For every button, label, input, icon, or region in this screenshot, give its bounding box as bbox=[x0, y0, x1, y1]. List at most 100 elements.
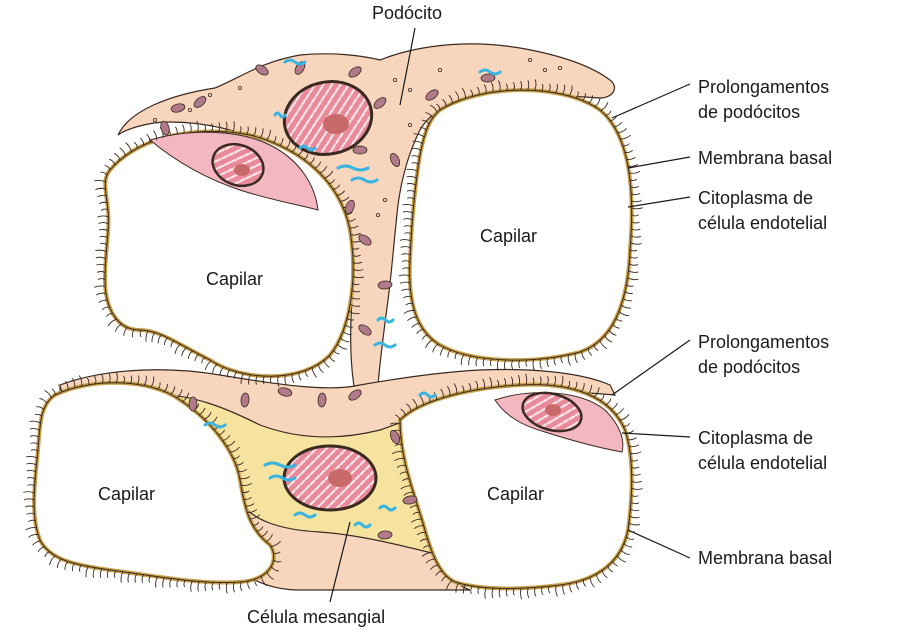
foot-process bbox=[262, 375, 265, 385]
foot-process bbox=[560, 355, 564, 364]
foot-process bbox=[317, 364, 324, 374]
foot-process bbox=[349, 225, 359, 229]
foot-process bbox=[631, 207, 643, 210]
foot-process bbox=[352, 268, 364, 271]
foot-process bbox=[336, 343, 347, 350]
foot-process bbox=[461, 87, 466, 99]
foot-process bbox=[576, 581, 580, 590]
foot-process bbox=[273, 551, 281, 554]
foot-process bbox=[28, 519, 36, 523]
foot-process bbox=[399, 281, 411, 284]
foot-process bbox=[113, 152, 121, 161]
foot-process bbox=[416, 328, 424, 335]
foot-process bbox=[482, 357, 486, 367]
foot-process bbox=[232, 121, 235, 133]
foot-process bbox=[157, 334, 162, 344]
foot-process bbox=[615, 317, 623, 322]
foot-process bbox=[155, 576, 158, 588]
endoplasmic-reticulum bbox=[478, 68, 502, 76]
leader-citoplasma-2 bbox=[621, 432, 691, 438]
foot-process bbox=[627, 163, 639, 167]
foot-process bbox=[406, 190, 416, 193]
foot-process bbox=[139, 329, 142, 338]
foot-process bbox=[71, 563, 75, 572]
foot-process bbox=[394, 414, 401, 421]
foot-process bbox=[512, 588, 515, 596]
foot-process bbox=[413, 525, 424, 530]
foot-process bbox=[406, 403, 412, 412]
foot-process bbox=[610, 402, 618, 410]
foot-process bbox=[527, 80, 530, 91]
foot-process bbox=[489, 358, 493, 367]
foot-process bbox=[197, 581, 200, 592]
foot-process bbox=[627, 437, 637, 441]
foot-process bbox=[131, 329, 135, 338]
foot-process bbox=[553, 375, 556, 386]
foot-process bbox=[532, 359, 535, 371]
endoplasmic-reticulum bbox=[283, 58, 307, 66]
foot-process bbox=[44, 390, 52, 399]
foot-process bbox=[629, 178, 638, 182]
foot-process bbox=[475, 356, 479, 367]
foot-process bbox=[491, 587, 494, 599]
foot-process bbox=[58, 384, 62, 393]
foot-process bbox=[623, 422, 630, 427]
foot-process bbox=[624, 149, 633, 154]
foot-process bbox=[346, 317, 355, 321]
foot-process bbox=[416, 532, 426, 536]
foot-process bbox=[612, 560, 619, 567]
foot-process bbox=[101, 374, 104, 384]
foot-process bbox=[512, 82, 515, 91]
foot-process bbox=[482, 378, 485, 389]
foot-process bbox=[219, 366, 224, 376]
mitochondrion bbox=[352, 145, 368, 155]
mitochondrion bbox=[277, 387, 293, 397]
foot-process bbox=[247, 508, 258, 514]
endoplasmic-reticulum bbox=[350, 176, 379, 184]
mitochondrion bbox=[345, 199, 355, 215]
foot-process bbox=[101, 306, 110, 311]
leader-lines bbox=[329, 27, 691, 603]
foot-process bbox=[107, 318, 117, 327]
foot-process bbox=[125, 142, 132, 153]
foot-process bbox=[277, 375, 280, 388]
foot-process bbox=[26, 462, 37, 466]
foot-process bbox=[548, 586, 551, 594]
foot-process bbox=[285, 140, 291, 149]
foot-process bbox=[447, 349, 452, 358]
foot-process bbox=[34, 413, 43, 417]
foot-process bbox=[333, 349, 340, 355]
foot-process bbox=[411, 322, 420, 328]
mitochondrion bbox=[425, 89, 439, 101]
foot-process bbox=[247, 580, 251, 590]
foot-process bbox=[628, 522, 640, 526]
foot-process bbox=[630, 185, 639, 189]
foot-process bbox=[582, 579, 587, 587]
foot-process bbox=[412, 140, 423, 145]
foot-process bbox=[265, 533, 273, 543]
foot-process bbox=[503, 377, 507, 387]
label-capilar-bottom-right: Capilar bbox=[487, 484, 545, 504]
foot-process bbox=[336, 190, 345, 196]
foot-process bbox=[483, 84, 487, 94]
foot-process bbox=[403, 225, 413, 228]
foot-process bbox=[505, 83, 508, 91]
foot-process bbox=[605, 398, 612, 406]
foot-process bbox=[64, 380, 69, 390]
foot-process bbox=[273, 559, 282, 563]
foot-process bbox=[616, 555, 627, 563]
foot-process bbox=[260, 530, 268, 538]
foot-process bbox=[98, 299, 108, 303]
foot-process bbox=[26, 455, 38, 459]
foot-process bbox=[425, 112, 434, 119]
foot-process bbox=[225, 121, 228, 132]
vesicle bbox=[558, 66, 563, 71]
foot-process bbox=[29, 428, 40, 431]
foot-process bbox=[212, 363, 218, 374]
foot-process bbox=[113, 570, 117, 578]
foot-process bbox=[595, 573, 602, 584]
foot-process bbox=[630, 501, 640, 504]
foot-process bbox=[441, 575, 447, 582]
foot-process bbox=[541, 586, 544, 596]
foot-process bbox=[157, 382, 161, 390]
